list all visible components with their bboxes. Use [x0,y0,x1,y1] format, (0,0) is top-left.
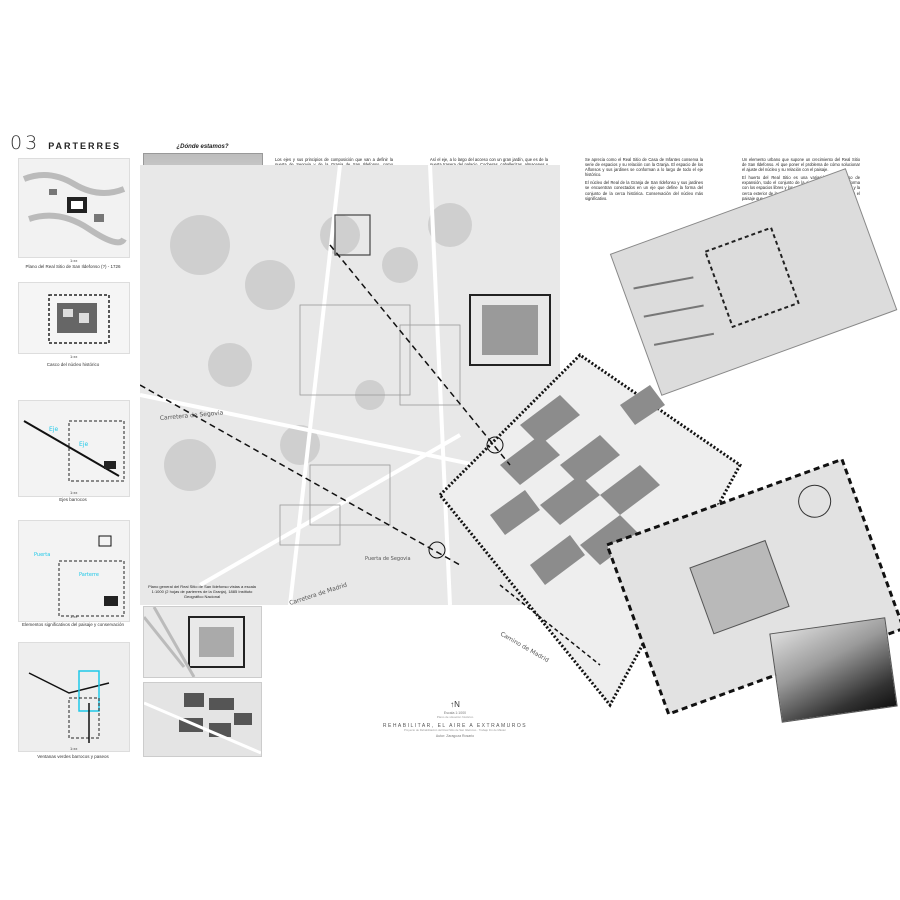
thumbnail-caption-1: Plano del Real Sitio de San Ildefonso (?… [25,264,121,269]
svg-text:Parterre: Parterre [79,572,99,578]
thumbnail-scale-1: 1:xx [70,258,78,263]
scale-text: Escala 1:1000 [443,711,467,715]
thumbnail-historic-plan [18,158,130,258]
compass-rose-icon [798,484,832,518]
photo-title: ¿Dónde estamos? [176,144,229,150]
thumbnail-historic-core [18,282,130,354]
project-title: REHABILITAR, EL AIRE A EXTRAMUROS [382,723,528,729]
upper-block [334,214,371,256]
map-vegetation [164,203,472,491]
svg-text:Puerta: Puerta [34,552,50,558]
svg-text:Eje: Eje [49,426,58,433]
title-block: ↑N Escala 1:1000 Plano de situación hist… [360,700,550,738]
thumbnail-scale-2: 1:xx [70,354,78,359]
historic-plan-lower-drawing [144,683,261,756]
thumbnail-baroque-axes: Eje Eje [18,400,130,497]
thumbnail-scale-5: 1:xx [70,746,78,751]
historic-core-drawing [19,283,129,353]
axis-node [428,541,446,559]
baroque-axes-drawing: Eje Eje [19,401,129,496]
baroque-axis-1 [140,384,461,566]
map-parcels [279,304,461,546]
historic-core-outline [437,353,742,708]
sheet-number: 03 [10,132,41,154]
historic-plan-drawing [19,159,129,257]
thumbnail-green-windows [18,642,130,752]
sheet-title: 03 PARTERRES [10,132,121,154]
paragraph: Se aprecia como el Real Sitio de Casa de… [585,157,703,178]
thumbnail-caption-5: Ventanas verdes barrocos y paseos [37,754,109,759]
thumbnail-caption-4: Elementos significativos del paisaje y c… [21,622,125,627]
svg-text:Eje: Eje [79,441,88,448]
thumbnail-scale-4: 1:xx [70,614,78,619]
historic-core-buildings [490,385,700,585]
thumbnail-caption-3: Ejes barrocos [59,497,87,502]
street-label: Puerta de Segovia [365,556,411,562]
axis-node [486,436,504,454]
palace-courtyard [482,305,538,355]
baroque-axis-3 [499,584,601,666]
historic-plan-upper-drawing [144,607,261,677]
baroque-axis-2 [329,244,511,466]
historic-plan-upper [143,606,262,678]
map-roads [140,165,621,606]
plan-subtitle: Plano de situación histórico [436,715,474,719]
green-windows-drawing [19,643,129,751]
historic-plan-lower [143,682,262,757]
landscape-elements-drawing: Puerta Parterre [19,521,129,621]
landscape-photo [769,617,898,723]
project-details: Proyecto de Rehabilitación del Real Siti… [404,728,506,732]
thumbnail-landscape-elements: Puerta Parterre [18,520,130,622]
sheet-name: PARTERRES [48,141,122,151]
street-label: Camino de Madrid [499,631,550,665]
paragraph: Un elemento urbano que supone un crecimi… [742,157,860,173]
text-column-3: Se aprecia como el Real Sitio de Casa de… [585,157,703,204]
thumbnail-caption-2: Casco del núcleo histórico [46,362,100,367]
north-arrow-icon: ↑N [450,700,460,709]
palace-block [469,294,551,366]
plan-caption: Plano general del Real Sitio de San Ilde… [148,584,256,599]
historic-map-upper-right [609,168,898,396]
thumbnail-scale-3: 1:xx [70,490,78,495]
author-line: Autor: Zaragoza Rosario [435,734,475,739]
paragraph: El núcleo del Real de la Granja de San I… [585,180,703,201]
